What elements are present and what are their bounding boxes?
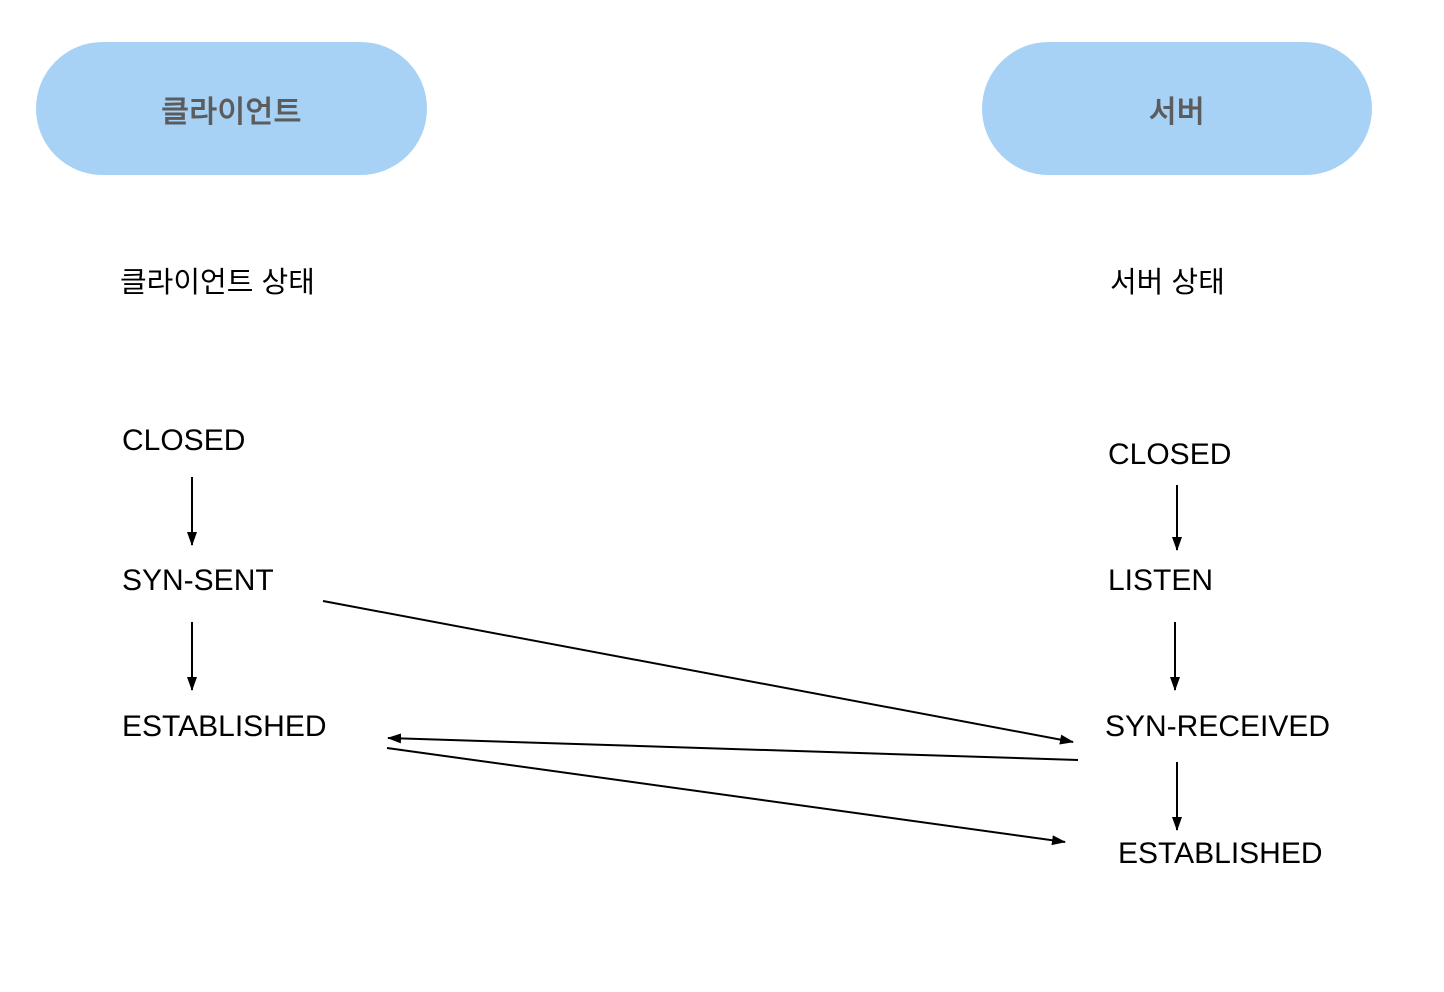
syn-segment-arrow [322,600,1074,745]
server-pill-label: 서버 [1148,95,1206,129]
client-state-syn-sent: SYN-SENT [122,564,274,597]
syn-ack-segment-arrow [387,733,1079,761]
server-pill: 서버 [982,42,1372,175]
client-state-closed: CLOSED [122,424,246,457]
ack-segment-arrow [386,747,1066,846]
server-state-syn-received: SYN-RECEIVED [1105,710,1331,743]
client-column-label: 클라이언트 상태 [120,267,315,299]
server-state-listen: LISTEN [1108,564,1214,597]
client-pill: 클라이언트 [36,42,427,175]
client-pill-label: 클라이언트 [161,95,302,129]
server-state-established: ESTABLISHED [1118,837,1323,870]
server-column-label: 서버 상태 [1110,267,1225,299]
server-state-closed: CLOSED [1108,438,1232,471]
client-state-established: ESTABLISHED [122,710,327,743]
